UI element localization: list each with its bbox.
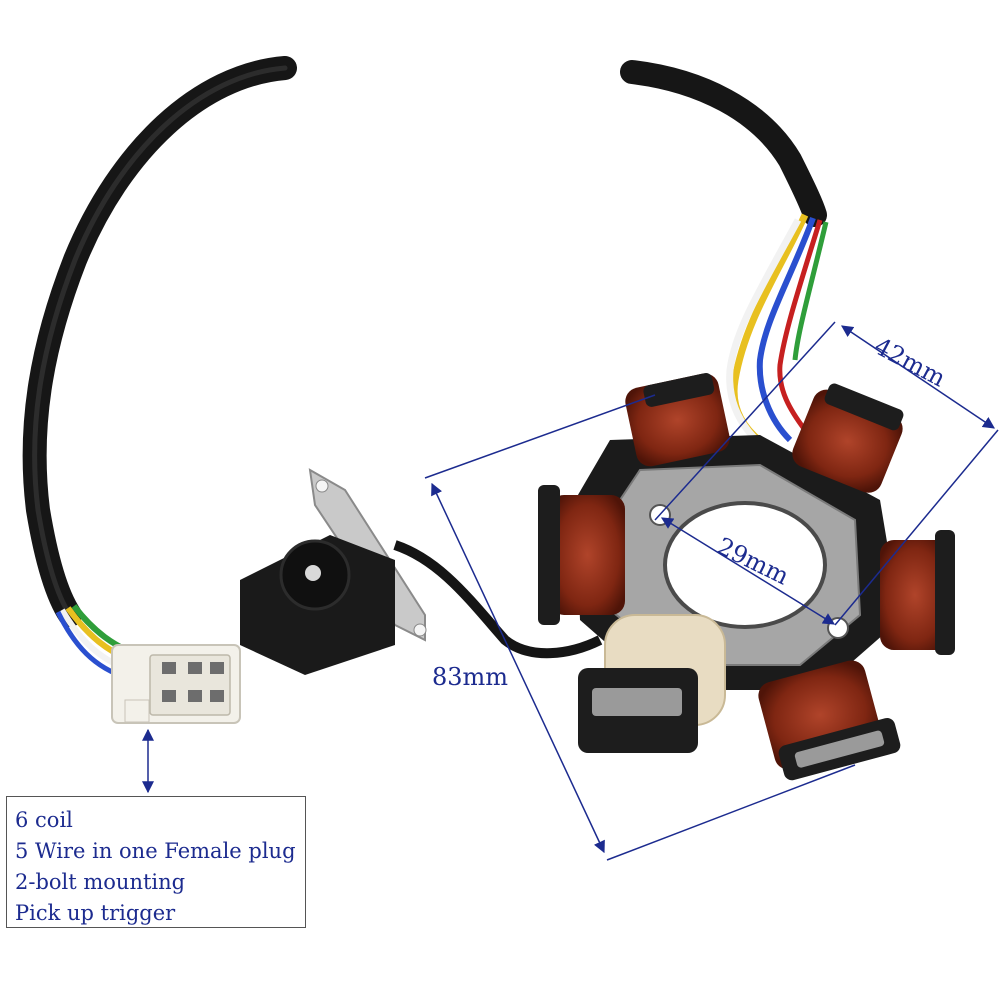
coil-right: [880, 530, 955, 655]
right-cable: [620, 60, 859, 522]
spec-box: 6 coil 5 Wire in one Female plug 2-bolt …: [6, 796, 306, 928]
spec-line-trigger: Pick up trigger: [15, 901, 176, 925]
coil-left: [538, 485, 625, 625]
coil-bottom-right: [758, 660, 901, 781]
dimension-lines: [142, 321, 999, 861]
spec-line-coils: 6 coil: [15, 808, 73, 832]
spec-line-wires: 5 Wire in one Female plug: [15, 839, 296, 863]
left-cable: [22, 56, 297, 681]
spec-line-mounting: 2-bolt mounting: [15, 870, 186, 894]
dimension-label-outer: 83mm: [432, 663, 509, 691]
female-plug: [111, 644, 241, 724]
